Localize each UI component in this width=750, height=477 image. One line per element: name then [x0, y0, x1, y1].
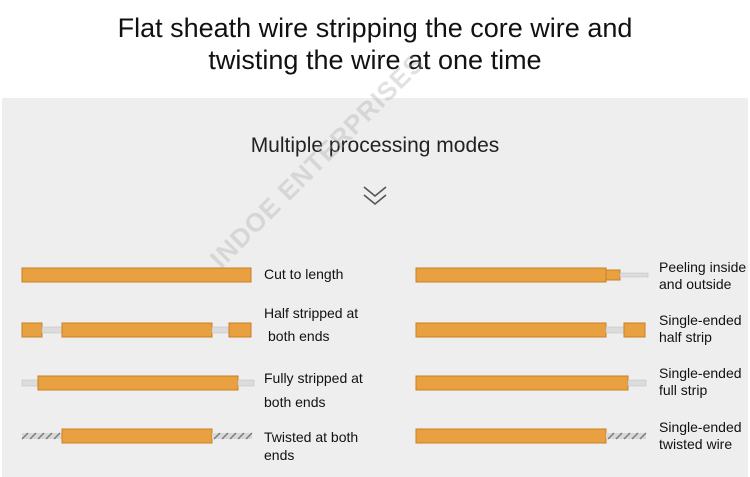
page-title: Flat sheath wire stripping the core wire…	[0, 12, 750, 76]
modes-panel	[2, 98, 748, 477]
label-single-half-strip: Single-ended half strip	[659, 312, 742, 345]
wire-cut-to-length	[21, 267, 252, 283]
label-peeling-inside-outside: Peeling inside and outside	[659, 259, 747, 292]
wire-single-twisted	[415, 428, 647, 444]
section-subtitle: Multiple processing modes	[250, 134, 500, 157]
wire-half-stripped	[21, 322, 252, 338]
label-cut-to-length: Cut to length	[264, 266, 344, 282]
label-fully-stripped: Fully stripped at both ends	[264, 370, 363, 410]
wire-peeling-inside-outside	[415, 267, 649, 283]
chevron-down-icon	[363, 186, 387, 206]
title-line-2: twisting the wire at one time	[208, 45, 542, 75]
label-twisted-both: Twisted at both ends	[264, 429, 359, 463]
wire-fully-stripped	[21, 375, 255, 391]
title-line-1: Flat sheath wire stripping the core wire…	[117, 13, 633, 43]
label-half-stripped: Half stripped at both ends	[264, 305, 359, 344]
wire-twisted-both	[21, 428, 253, 444]
wire-single-full-strip	[415, 375, 647, 391]
label-single-twisted: Single-ended twisted wire	[659, 419, 742, 452]
wire-single-half-strip	[415, 322, 646, 338]
label-single-full-strip: Single-ended full strip	[659, 365, 742, 398]
